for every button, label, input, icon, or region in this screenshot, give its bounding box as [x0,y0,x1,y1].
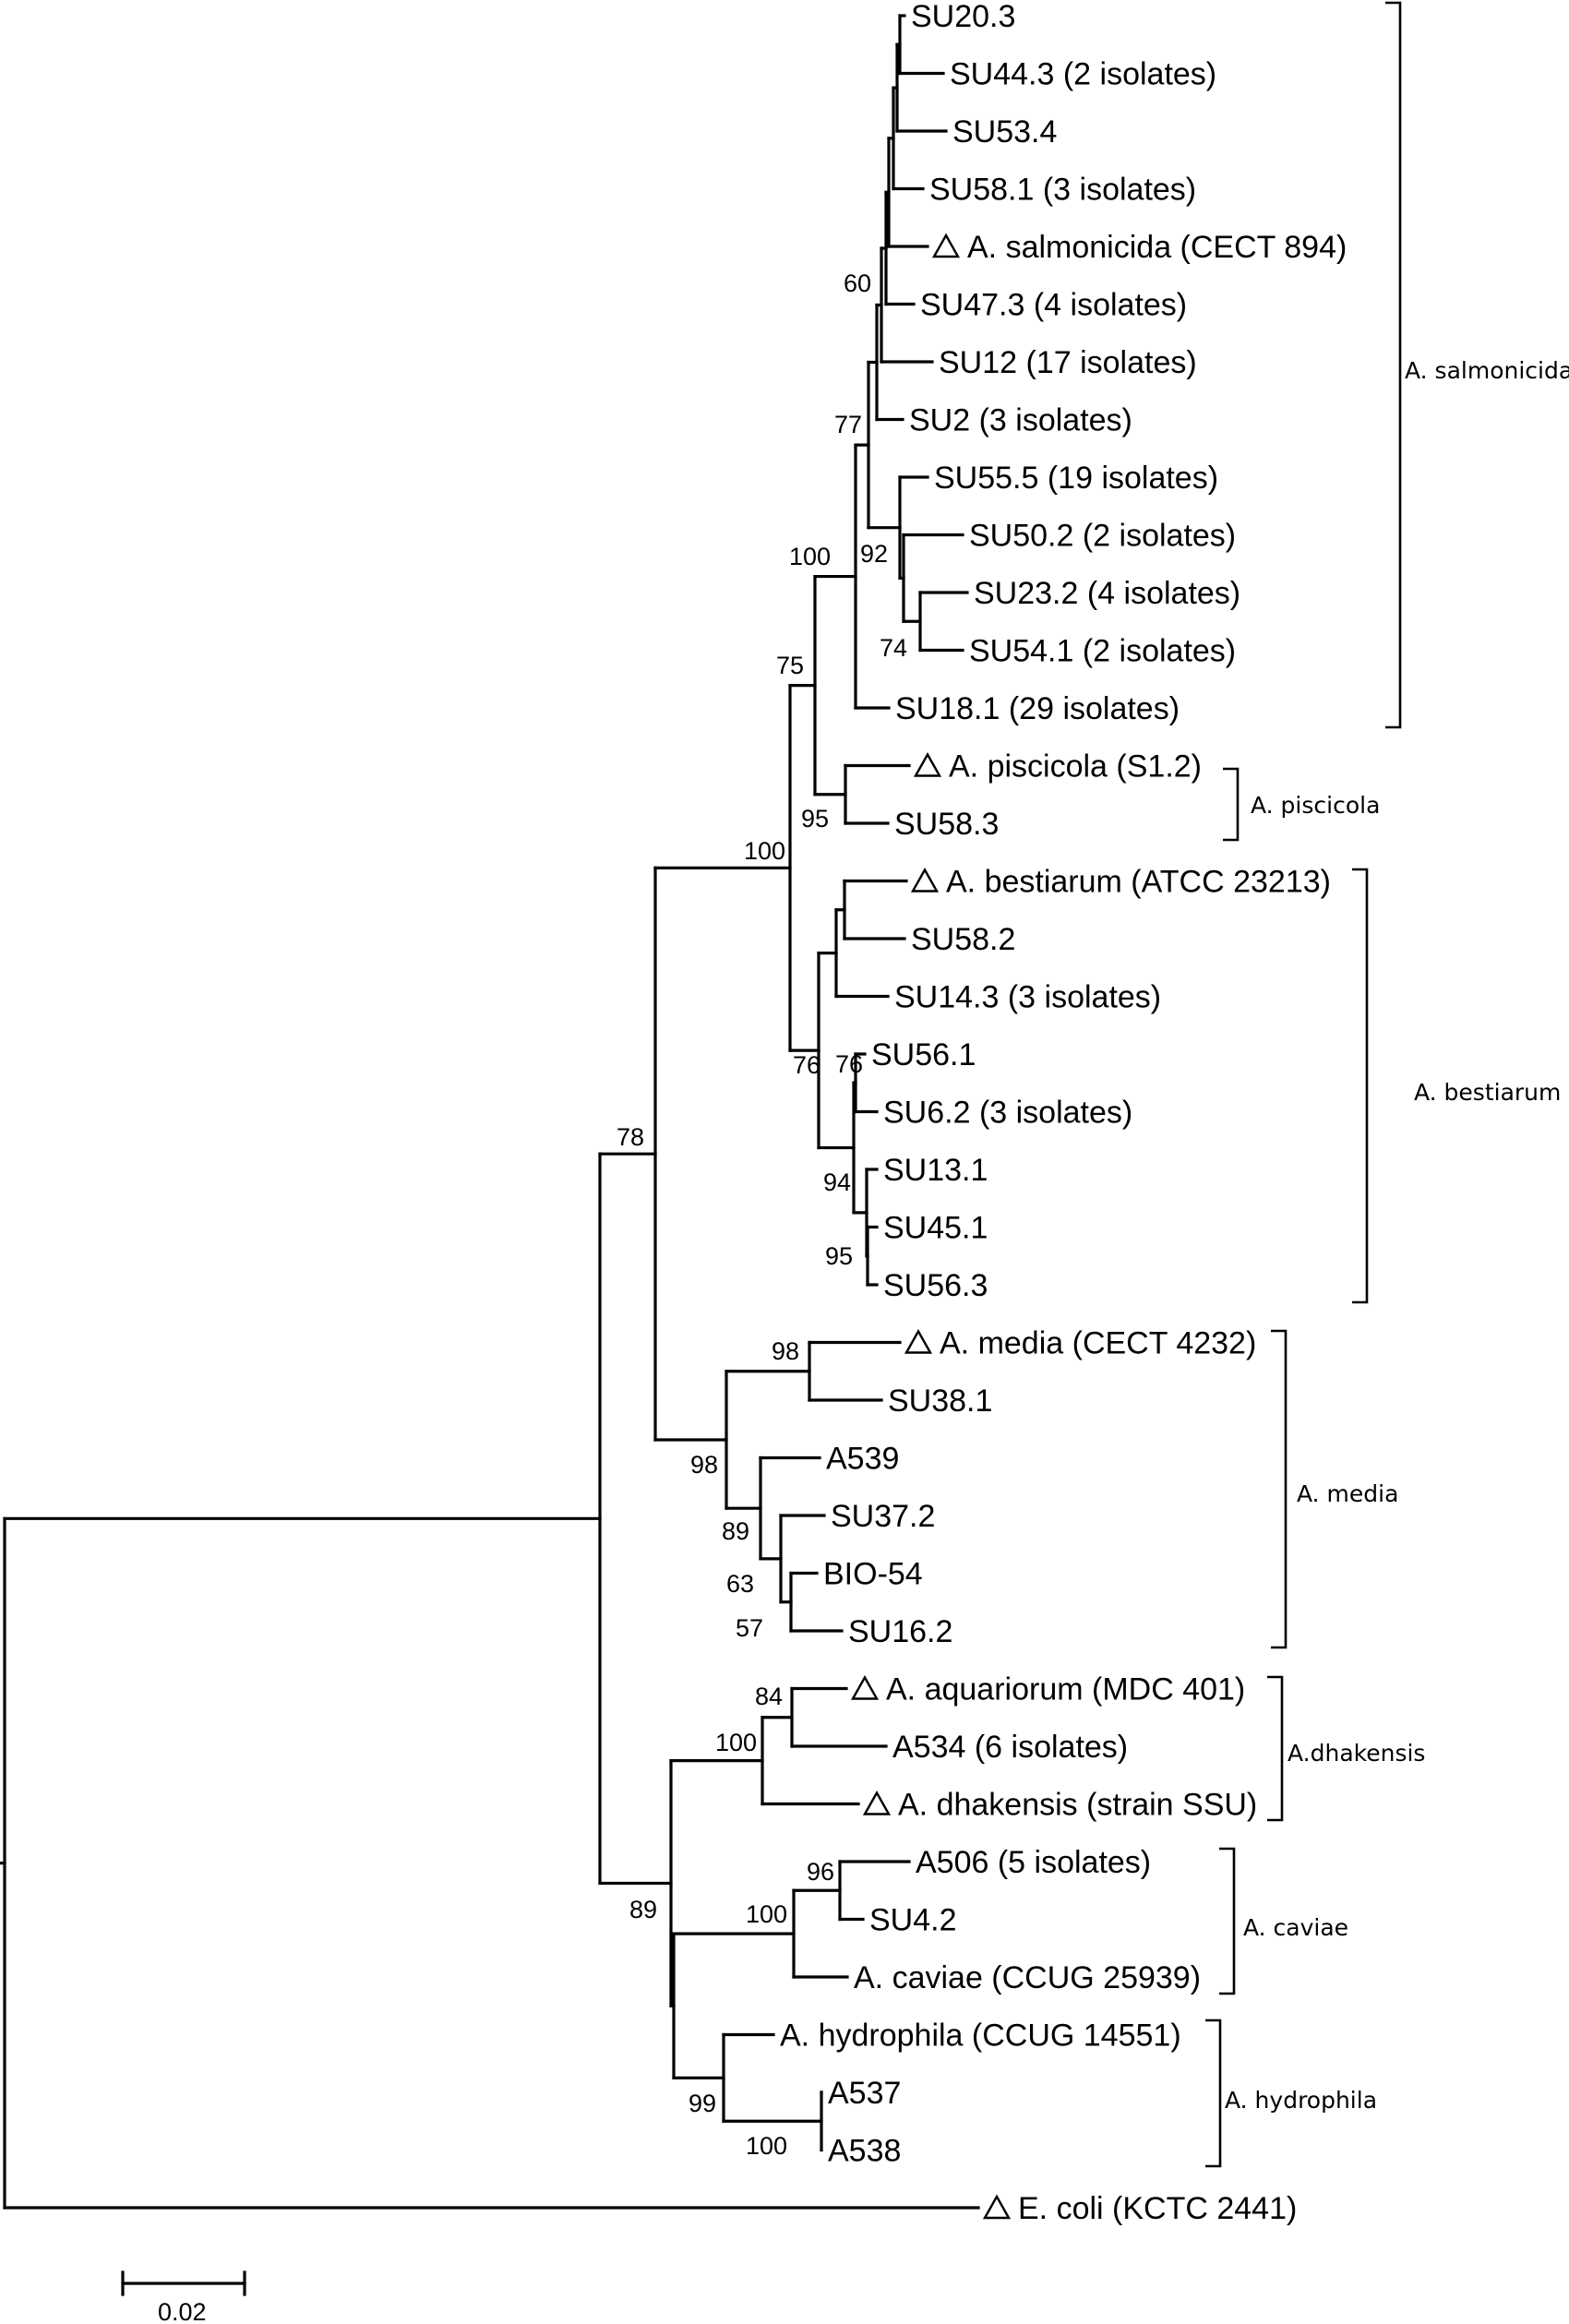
leaf-label: SU58.1 (3 isolates) [929,173,1196,208]
clade-brackets [1205,1,1402,2168]
bootstrap-value: 96 [807,1858,834,1886]
bootstrap-value: 60 [844,270,871,297]
leaf-label: A. salmonicida (CECT 894) [967,230,1347,265]
bootstrap-value: 95 [825,1242,853,1270]
leaf-label: SU2 (3 isolates) [909,403,1132,438]
leaf-label: SU45.1 [883,1211,988,1246]
bootstrap-value: 76 [835,1050,863,1078]
leaf-label: SU38.1 [888,1384,992,1419]
clade-label: A. piscicola [1251,792,1380,819]
leaf-label: SU18.1 (29 isolates) [895,691,1180,726]
leaf-label: SU12 (17 isolates) [939,345,1197,380]
leaf-label: SU37.2 [831,1499,935,1534]
bootstrap-value: 63 [726,1570,754,1598]
leaf-label: SU56.1 [871,1037,976,1072]
bootstrap-value: 74 [880,634,907,662]
clade-label: A. bestiarum [1414,1079,1561,1106]
bootstrap-value: 57 [736,1614,763,1642]
scale-bar-label: 0.02 [158,2298,207,2324]
clade-bracket [1352,868,1369,1304]
leaf-label: SU50.2 (2 isolates) [969,519,1236,554]
reference-strain-triangle-icon [931,233,961,258]
leaf-label: SU16.2 [848,1614,952,1649]
clade-bracket [1271,1329,1288,1649]
leaf-label: SU44.3 (2 isolates) [950,57,1216,92]
bootstrap-value: 84 [755,1683,783,1710]
leaf-label: SU58.2 [911,922,1015,957]
leaf-label: BIO-54 [823,1557,923,1592]
leaf-label: A534 (6 isolates) [892,1730,1128,1765]
reference-strain-triangle-icon [850,1675,880,1700]
leaf-label: SU23.2 (4 isolates) [974,576,1240,611]
clade-label: A.dhakensis [1288,1740,1425,1767]
leaf-label: E. coli (KCTC 2441) [1018,2191,1297,2226]
tree-branches [0,14,980,2210]
reference-strain-triangle-icon [982,2194,1012,2220]
leaf-label: A. aquariorum (MDC 401) [886,1672,1245,1707]
leaf-label: A. media (CECT 4232) [940,1326,1256,1361]
bootstrap-value: 98 [772,1337,799,1365]
bootstrap-values: 60 77 92 74 100 75 95 100 76 76 94 95 78 98 98 89 63 57 84… [617,270,907,2160]
leaf-label: SU55.5 (19 isolates) [934,461,1218,496]
leaf-label: SU54.1 (2 isolates) [969,634,1236,669]
bootstrap-value: 100 [715,1729,757,1756]
bootstrap-value: 75 [776,652,804,679]
clade-labels: A. salmonicida A. piscicola A. bestiarumA.… [1225,357,1569,2114]
bootstrap-value: 89 [722,1517,749,1545]
bootstrap-value: 89 [629,1896,657,1923]
bootstrap-value: 100 [789,543,831,570]
clade-label: A. hydrophila [1225,2087,1377,2114]
clade-label: A. caviae [1243,1914,1348,1941]
clade-bracket [1267,1675,1284,1822]
scale-bar: 0.02 [121,2270,246,2324]
bootstrap-value: 78 [617,1123,644,1151]
bootstrap-value: 100 [744,837,785,865]
bootstrap-value: 77 [834,411,862,438]
leaf-label: A506 (5 isolates) [916,1845,1151,1880]
reference-strain-triangle-icon [913,752,942,777]
bootstrap-value: 98 [690,1451,718,1479]
bootstrap-value: 76 [793,1051,820,1079]
reference-strain-triangle-icon [904,1329,933,1354]
clade-bracket [1219,1847,1236,1995]
leaf-label: SU47.3 (4 isolates) [920,288,1187,323]
clade-label: A. salmonicida [1405,357,1569,384]
bootstrap-value: 100 [746,2132,787,2160]
bootstrap-value: 100 [746,1900,787,1928]
leaf-label: SU53.4 [952,114,1057,150]
leaf-label: SU4.2 [869,1903,957,1938]
bootstrap-value: 95 [801,805,829,833]
leaf-label: A. caviae (CCUG 25939) [854,1960,1201,1995]
bootstrap-value: 92 [860,540,888,568]
leaf-label: A. dhakensis (strain SSU) [898,1788,1257,1823]
clade-bracket [1223,767,1240,842]
leaf-label: A. hydrophila (CCUG 14551) [780,2019,1181,2054]
leaf-label: A539 [826,1442,899,1477]
leaf-label: A. bestiarum (ATCC 23213) [946,865,1331,900]
clade-bracket [1385,1,1402,729]
leaf-label: SU58.3 [894,807,999,842]
leaf-label: SU13.1 [883,1153,988,1188]
leaf-label: SU20.3 [911,0,1015,34]
clade-bracket [1205,2019,1222,2168]
leaf-label: SU14.3 (3 isolates) [894,980,1161,1015]
bootstrap-value: 99 [689,2090,716,2117]
leaf-label: A537 [828,2076,901,2111]
leaf-label: A538 [828,2134,901,2169]
clade-label: A. media [1297,1480,1398,1507]
reference-strain-triangle-icon [910,868,940,892]
reference-strain-triangle-icon [862,1791,892,1815]
leaf-label: A. piscicola (S1.2) [949,749,1202,785]
bootstrap-value: 94 [823,1168,851,1196]
leaf-label: SU6.2 (3 isolates) [883,1096,1132,1131]
leaf-label: SU56.3 [883,1268,988,1303]
